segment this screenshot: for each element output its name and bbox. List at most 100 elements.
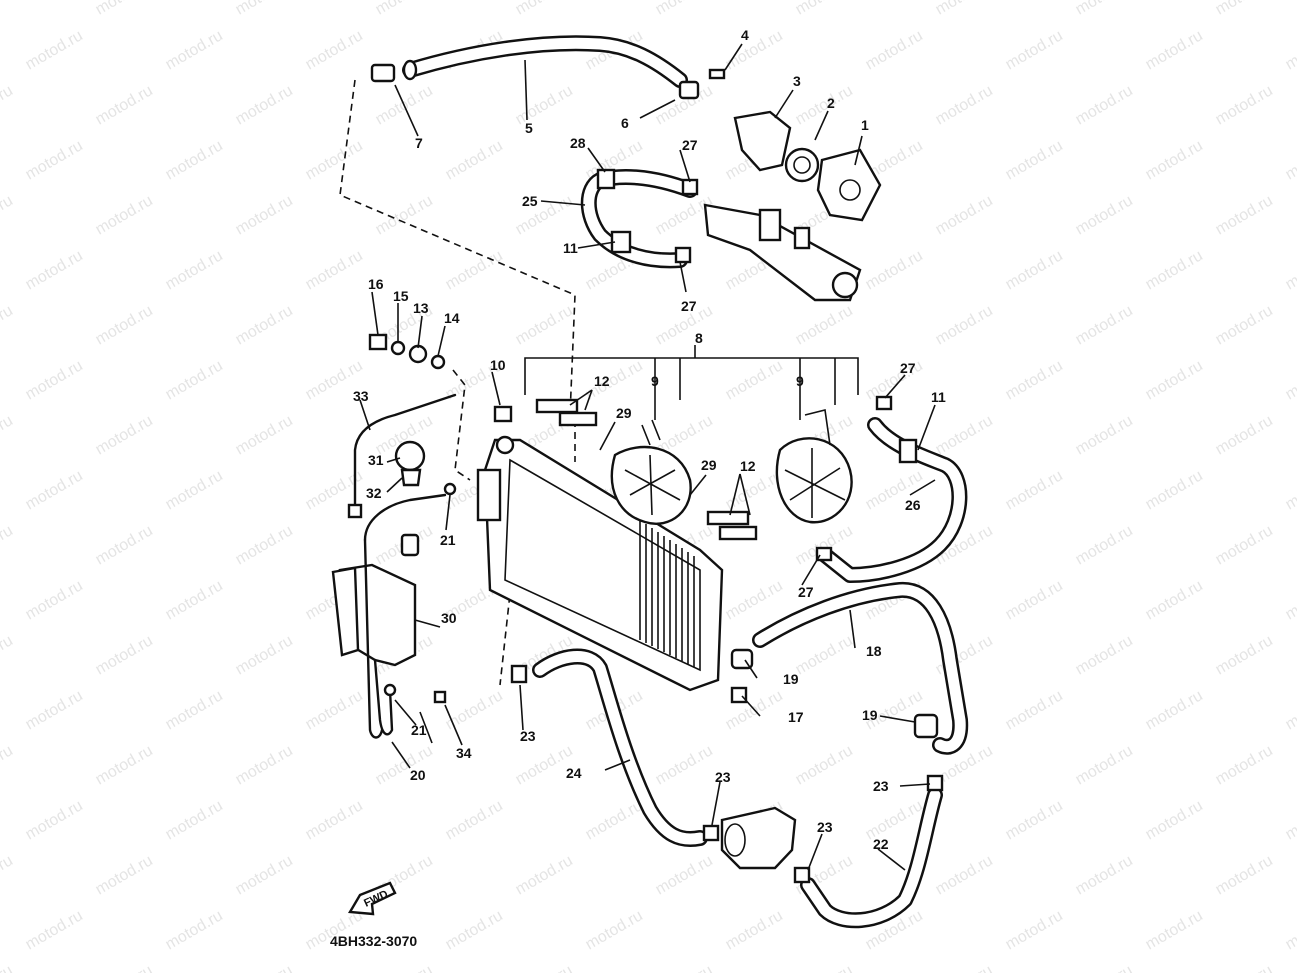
leader-line bbox=[445, 494, 451, 531]
watermark-text: motod.ru bbox=[93, 852, 156, 898]
callout-17: 17 bbox=[788, 709, 804, 725]
leader-line bbox=[394, 699, 417, 726]
leader-line bbox=[739, 473, 751, 516]
watermark-text: motod.ru bbox=[1073, 192, 1136, 238]
watermark-text: motod.ru bbox=[23, 797, 86, 843]
callout-6: 6 bbox=[621, 115, 629, 131]
watermark-text: motod.ru bbox=[303, 247, 366, 293]
watermark-text: motod.ru bbox=[23, 27, 86, 73]
elbow-17 bbox=[730, 686, 748, 704]
part-code: 4BH332-3070 bbox=[330, 933, 417, 949]
leader-line bbox=[359, 399, 371, 431]
watermark-text: motod.ru bbox=[583, 357, 646, 403]
leader-line bbox=[371, 291, 379, 336]
hose-clamp-7 bbox=[370, 63, 396, 83]
washer-15 bbox=[390, 340, 406, 356]
watermark-text: motod.ru bbox=[23, 907, 86, 953]
callout-27: 27 bbox=[681, 298, 697, 314]
watermark-text: motod.ru bbox=[1073, 962, 1136, 973]
callout-5: 5 bbox=[525, 120, 533, 136]
callout-29: 29 bbox=[701, 457, 717, 473]
leader-line bbox=[879, 715, 916, 723]
clip-21b bbox=[383, 683, 397, 697]
leader-line bbox=[909, 479, 936, 496]
callout-11: 11 bbox=[931, 389, 946, 405]
hose-26 bbox=[815, 395, 968, 583]
watermark-text: motod.ru bbox=[0, 962, 16, 973]
clamp-23 bbox=[510, 664, 528, 684]
hose-24 bbox=[510, 648, 720, 847]
callout-18: 18 bbox=[866, 643, 882, 659]
leader-line bbox=[394, 84, 419, 137]
watermark-text: motod.ru bbox=[163, 27, 226, 73]
leader-line bbox=[599, 421, 616, 451]
thermostat-housing-1 bbox=[816, 148, 882, 222]
watermark-text: motod.ru bbox=[1283, 577, 1297, 623]
leader-line bbox=[854, 135, 863, 166]
watermark-text: motod.ru bbox=[1003, 357, 1066, 403]
callout-12: 12 bbox=[594, 373, 610, 389]
leader-lines bbox=[359, 43, 936, 871]
watermark-text: motod.ru bbox=[233, 632, 296, 678]
watermark-text: motod.ru bbox=[1283, 687, 1297, 733]
leader-line bbox=[577, 241, 616, 249]
callout-21: 21 bbox=[411, 722, 427, 738]
leader-line bbox=[584, 389, 593, 411]
watermark-text: motod.ru bbox=[0, 302, 16, 348]
clamp-19b bbox=[913, 713, 939, 739]
leader-line bbox=[524, 59, 528, 121]
watermark-text: motod.ru bbox=[23, 137, 86, 183]
watermark-text: motod.ru bbox=[1143, 137, 1206, 183]
callout-3: 3 bbox=[793, 73, 801, 89]
watermark-text: motod.ru bbox=[1003, 247, 1066, 293]
reservoir-tank bbox=[331, 440, 426, 736]
watermark-text: motod.ru bbox=[373, 962, 436, 973]
watermark-text: motod.ru bbox=[863, 357, 926, 403]
leader-line bbox=[744, 659, 758, 679]
watermark-text: motod.ru bbox=[1143, 797, 1206, 843]
callout-27: 27 bbox=[798, 584, 814, 600]
watermark-text: motod.ru bbox=[513, 302, 576, 348]
leader-line bbox=[679, 261, 687, 293]
watermark-text: motod.ru bbox=[93, 192, 156, 238]
clip-21 bbox=[443, 482, 457, 496]
hose-25 bbox=[580, 168, 699, 269]
watermark-text: motod.ru bbox=[793, 632, 856, 678]
watermark-text: motod.ru bbox=[163, 577, 226, 623]
watermark-text: motod.ru bbox=[723, 357, 786, 403]
watermark-text: motod.ru bbox=[723, 577, 786, 623]
callout-9: 9 bbox=[651, 373, 659, 389]
leader-line bbox=[679, 149, 691, 183]
leader-line bbox=[437, 325, 446, 357]
watermark-text: motod.ru bbox=[933, 192, 996, 238]
callout-30: 30 bbox=[441, 610, 457, 626]
watermark-text: motod.ru bbox=[1213, 742, 1276, 788]
watermark-text: motod.ru bbox=[793, 0, 856, 18]
watermark-text: motod.ru bbox=[933, 302, 996, 348]
callout-24: 24 bbox=[566, 765, 582, 781]
watermark-text: motod.ru bbox=[23, 577, 86, 623]
watermark-text: motod.ru bbox=[233, 192, 296, 238]
watermark-text: motod.ru bbox=[0, 522, 16, 568]
watermark-text: motod.ru bbox=[793, 302, 856, 348]
leader-line bbox=[729, 473, 741, 516]
watermark-text: motod.ru bbox=[163, 137, 226, 183]
leader-line bbox=[414, 619, 441, 628]
watermark-text: motod.ru bbox=[373, 742, 436, 788]
watermark-text: motod.ru bbox=[0, 412, 16, 458]
watermark-text: motod.ru bbox=[93, 962, 156, 973]
bolt-4 bbox=[708, 68, 726, 80]
watermark-text: motod.ru bbox=[93, 0, 156, 18]
assembly-guide-lines bbox=[339, 79, 576, 686]
watermark-text: motod.ru bbox=[1073, 742, 1136, 788]
watermark-text: motod.ru bbox=[723, 27, 786, 73]
watermark-text: motod.ru bbox=[233, 82, 296, 128]
watermark-text: motod.ru bbox=[163, 687, 226, 733]
leader-line bbox=[899, 783, 931, 787]
watermark-text: motod.ru bbox=[233, 522, 296, 568]
watermark-text: motod.ru bbox=[1143, 357, 1206, 403]
watermark-text: motod.ru bbox=[1073, 852, 1136, 898]
watermark-text: motod.ru bbox=[1213, 302, 1276, 348]
watermark-text: motod.ru bbox=[303, 27, 366, 73]
